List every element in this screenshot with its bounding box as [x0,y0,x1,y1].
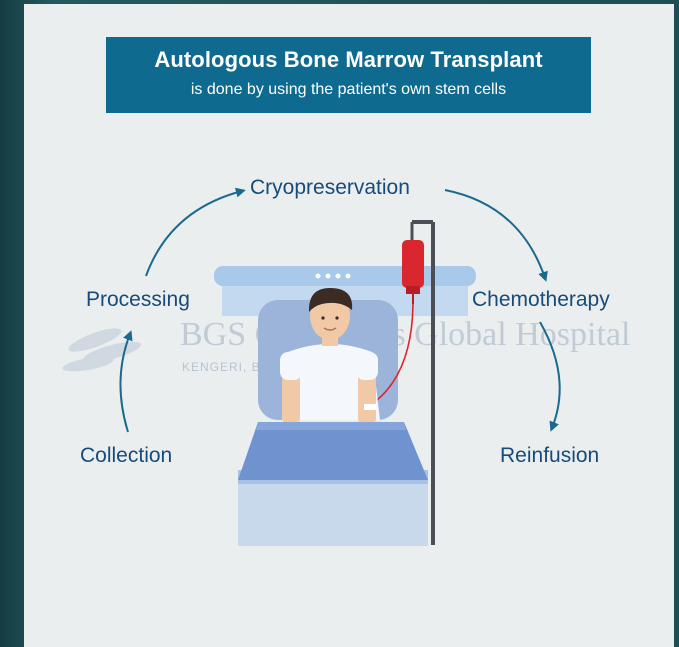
bed-base [238,478,428,546]
arrow-processing-to-cryopreservation [146,191,242,276]
step-chemotherapy: Chemotherapy [472,288,610,312]
blanket [238,422,428,480]
arrow-cryopreservation-to-chemotherapy [445,190,545,278]
step-processing: Processing [86,288,190,312]
blanket-fold [256,422,406,430]
step-reinfusion: Reinfusion [500,444,599,468]
step-collection: Collection [80,444,172,468]
step-cryopreservation: Cryopreservation [250,176,410,200]
watermark-logo [61,324,142,375]
arrow-chemotherapy-to-reinfusion [540,322,560,428]
